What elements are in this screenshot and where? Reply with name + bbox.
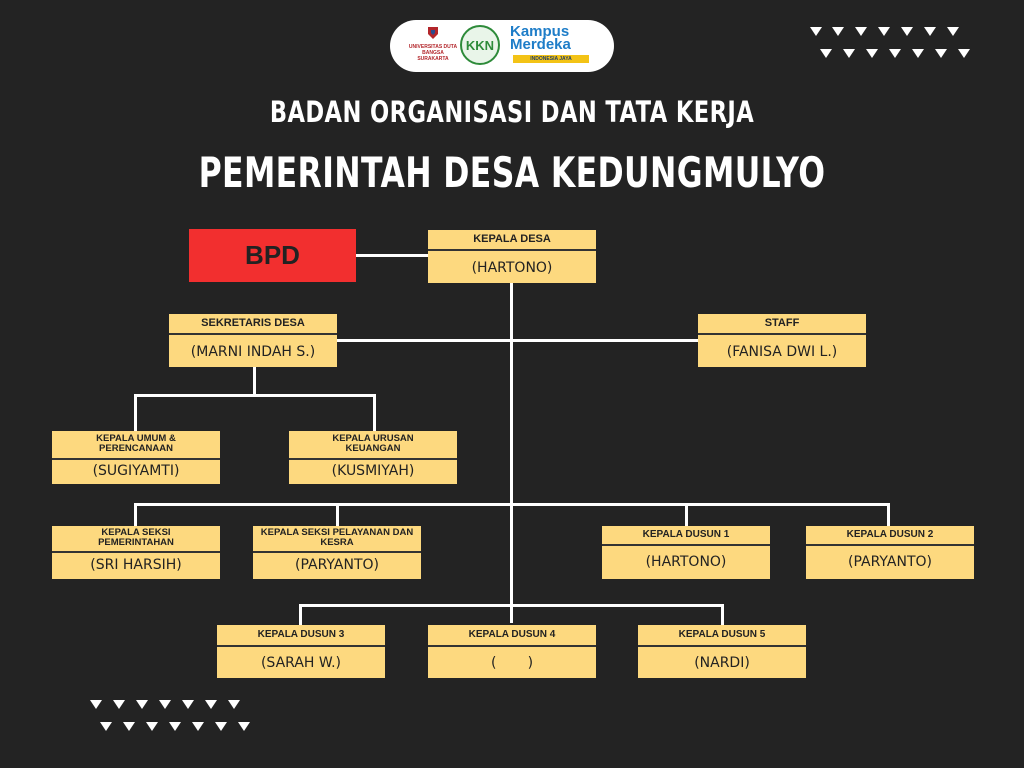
kepala-dusun-1-box: KEPALA DUSUN 1 (HARTONO) — [602, 526, 770, 579]
logo-banner: UNIVERSITAS DUTA BANGSA SURAKARTA KKN Ka… — [390, 20, 614, 72]
box-name: (SUGIYAMTI) — [92, 463, 180, 479]
kaur-umum-box: KEPALA UMUM & PERENCANAAN (SUGIYAMTI) — [52, 431, 220, 484]
chart-title-line2: PEMERINTAH DESA KEDUNGMULYO — [198, 148, 826, 197]
box-name: (PARYANTO) — [295, 557, 379, 573]
box-title: KEPALA DUSUN 3 — [257, 629, 345, 640]
staff-box: STAFF (FANISA DWI L.) — [698, 314, 866, 367]
box-title: STAFF — [764, 317, 800, 329]
kampus-merdeka-tagline: INDONESIA JAYA — [513, 55, 589, 63]
bpd-box: BPD — [189, 229, 356, 282]
box-title: KEPALA DUSUN 1 — [642, 529, 730, 540]
kepala-dusun-5-box: KEPALA DUSUN 5 (NARDI) — [638, 625, 806, 678]
box-name: ( ) — [490, 655, 534, 671]
box-name: (HARTONO) — [471, 260, 553, 276]
box-name: (HARTONO) — [645, 554, 727, 570]
box-title: KEPALA UMUM & PERENCANAAN — [96, 433, 176, 454]
box-title: KEPALA SEKSI PEMERINTAHAN — [98, 527, 174, 548]
kaur-keuangan-box: KEPALA URUSAN KEUANGAN (KUSMIYAH) — [289, 431, 457, 484]
kepala-desa-box: KEPALA DESA (HARTONO) — [428, 230, 596, 283]
box-name: (PARYANTO) — [848, 554, 932, 570]
kkn-logo: KKN — [460, 25, 500, 65]
box-name: (MARNI INDAH S.) — [190, 344, 316, 360]
kasi-pelayanan-box: KEPALA SEKSI PELAYANAN DAN KESRA (PARYAN… — [253, 526, 421, 579]
kampus-merdeka-line1: Kampus — [510, 23, 570, 40]
kepala-dusun-4-box: KEPALA DUSUN 4 ( ) — [428, 625, 596, 678]
box-name: (SRI HARSIH) — [90, 557, 182, 573]
chart-title-line1: BADAN ORGANISASI DAN TATA KERJA — [269, 95, 755, 129]
kepala-dusun-3-box: KEPALA DUSUN 3 (SARAH W.) — [217, 625, 385, 678]
sekretaris-desa-box: SEKRETARIS DESA (MARNI INDAH S.) — [169, 314, 337, 367]
box-name: (NARDI) — [694, 655, 750, 671]
box-title: KEPALA DUSUN 5 — [678, 629, 766, 640]
udb-emblem-icon — [428, 27, 438, 39]
box-name: (SARAH W.) — [260, 655, 342, 671]
kepala-dusun-2-box: KEPALA DUSUN 2 (PARYANTO) — [806, 526, 974, 579]
udb-logo: UNIVERSITAS DUTA BANGSA SURAKARTA — [408, 24, 458, 68]
box-title: KEPALA DUSUN 2 — [846, 529, 934, 540]
box-title: KEPALA DESA — [473, 233, 551, 245]
box-title: KEPALA SEKSI PELAYANAN DAN KESRA — [260, 527, 414, 548]
kasi-pemerintahan-box: KEPALA SEKSI PEMERINTAHAN (SRI HARSIH) — [52, 526, 220, 579]
box-title: KEPALA DUSUN 4 — [468, 629, 556, 640]
box-title: KEPALA URUSAN KEUANGAN — [332, 433, 414, 454]
kampus-merdeka-line2: Merdeka — [510, 36, 571, 53]
kkn-logo-text: KKN — [465, 38, 495, 53]
udb-logo-text: UNIVERSITAS DUTA BANGSA SURAKARTA — [408, 44, 458, 62]
box-name: (FANISA DWI L.) — [726, 344, 838, 360]
box-name: (KUSMIYAH) — [331, 463, 415, 479]
box-title: SEKRETARIS DESA — [201, 317, 305, 329]
